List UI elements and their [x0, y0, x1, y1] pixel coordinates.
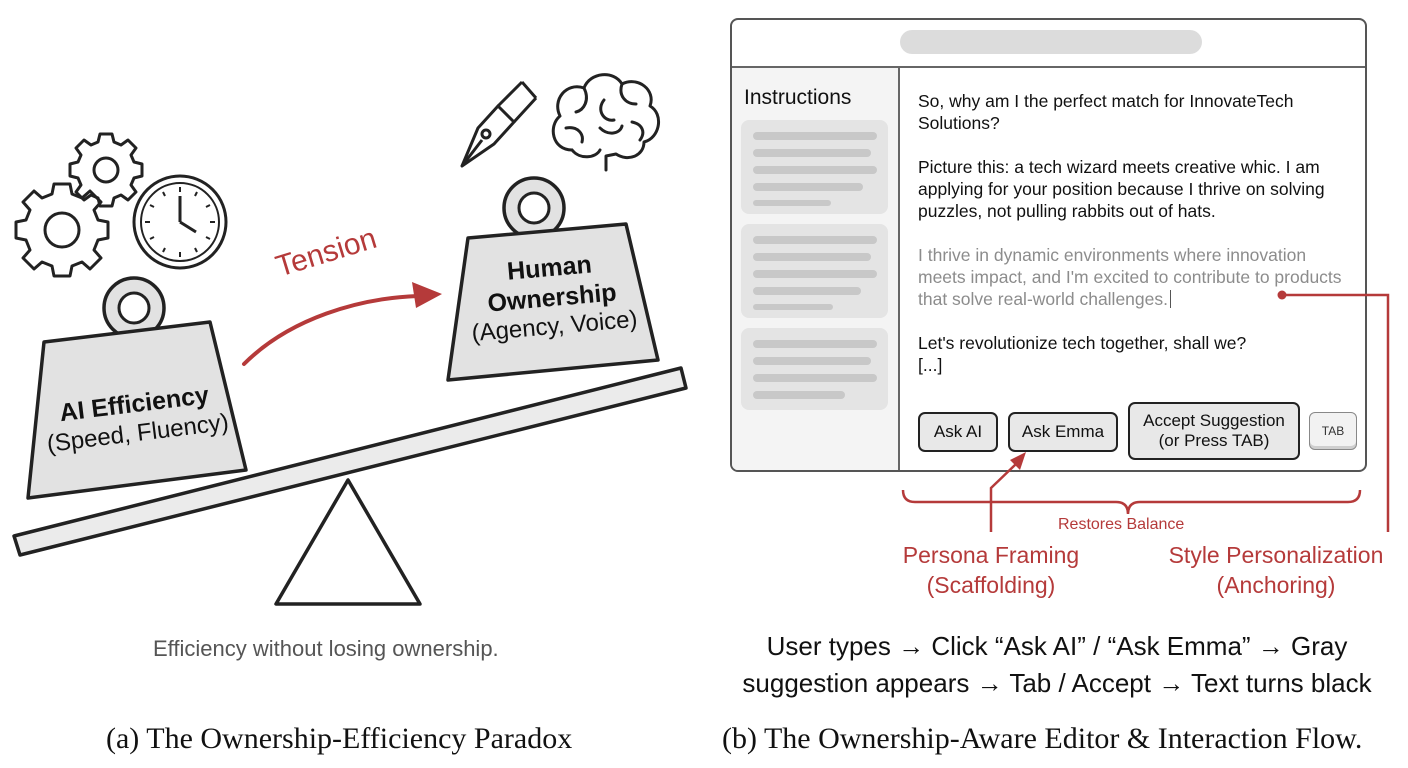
- accept-suggestion-label: Accept Suggestion: [1143, 411, 1285, 430]
- flow-line-2: suggestion appears → Tab / Accept → Text…: [742, 668, 1372, 698]
- instruction-card[interactable]: [741, 120, 888, 214]
- persona-leader-arrow: [989, 463, 1017, 532]
- text-cursor: [1170, 290, 1171, 308]
- style-personalization-label: Style Personalization (Anchoring): [1160, 540, 1392, 600]
- doc-ellipsis: [...]: [918, 355, 943, 375]
- paradox-illustration: [12, 73, 688, 606]
- ask-emma-button[interactable]: Ask Emma: [1008, 412, 1118, 452]
- sidebar-title: Instructions: [744, 86, 852, 109]
- fulcrum: [274, 478, 422, 606]
- interaction-flow-text: User types → Click “Ask AI” / “Ask Emma”…: [712, 628, 1402, 702]
- instruction-card[interactable]: [741, 328, 888, 410]
- gears-icon: [14, 132, 144, 278]
- persona-framing-sub: (Scaffolding): [926, 572, 1056, 598]
- accept-suggestion-hint: (or Press TAB): [1158, 431, 1270, 450]
- tab-key-icon[interactable]: TAB: [1309, 412, 1357, 450]
- panel-a-tagline: Efficiency without losing ownership.: [153, 636, 499, 661]
- ask-ai-button[interactable]: Ask AI: [918, 412, 998, 452]
- tension-arrow: [242, 282, 442, 366]
- doc-paragraph-3: Let's revolutionize tech together, shall…: [918, 332, 1348, 376]
- accept-suggestion-button[interactable]: Accept Suggestion (or Press TAB): [1128, 402, 1300, 460]
- persona-framing-label: Persona Framing (Scaffolding): [896, 540, 1086, 600]
- flow-line-1: User types → Click “Ask AI” / “Ask Emma”…: [766, 631, 1348, 661]
- restores-balance-brace: [901, 489, 1362, 515]
- document-body[interactable]: So, why am I the perfect match for Innov…: [918, 90, 1348, 398]
- restores-balance-label: Restores Balance: [1058, 516, 1185, 533]
- ai-efficiency-weight: [26, 276, 248, 500]
- annotation-lines: [901, 290, 1390, 532]
- instructions-sidebar: Instructions: [732, 68, 900, 470]
- doc-paragraph-3-line-1: Let's revolutionize tech together, shall…: [918, 333, 1247, 353]
- style-leader-line: [1282, 293, 1390, 532]
- panel-b-caption: (b) The Ownership-Aware Editor & Interac…: [722, 722, 1363, 755]
- style-personalization-title: Style Personalization: [1168, 542, 1384, 568]
- clock-icon: [132, 174, 228, 270]
- editor-window: Instructions So, why am I the perfect ma…: [730, 18, 1367, 472]
- pen-nib-icon: [460, 80, 538, 168]
- instruction-card[interactable]: [741, 224, 888, 318]
- doc-paragraph-2: Picture this: a tech wizard meets creati…: [918, 157, 1325, 221]
- human-weight-label: Human Ownership (Agency, Voice): [449, 245, 656, 349]
- toolbar-divider: [732, 66, 1365, 68]
- suggestion-text: I thrive in dynamic environments where i…: [918, 245, 1342, 309]
- seesaw-plank: [12, 366, 688, 557]
- human-ownership-weight: [446, 176, 660, 382]
- address-bar: [900, 30, 1202, 54]
- persona-framing-title: Persona Framing: [902, 542, 1080, 568]
- panel-a-caption: (a) The Ownership-Efficiency Paradox: [106, 722, 573, 755]
- doc-paragraph-1: So, why am I the perfect match for Innov…: [918, 91, 1294, 133]
- gray-suggestion[interactable]: I thrive in dynamic environments where i…: [918, 244, 1348, 310]
- style-personalization-sub: (Anchoring): [1216, 572, 1336, 598]
- brain-icon: [551, 73, 660, 172]
